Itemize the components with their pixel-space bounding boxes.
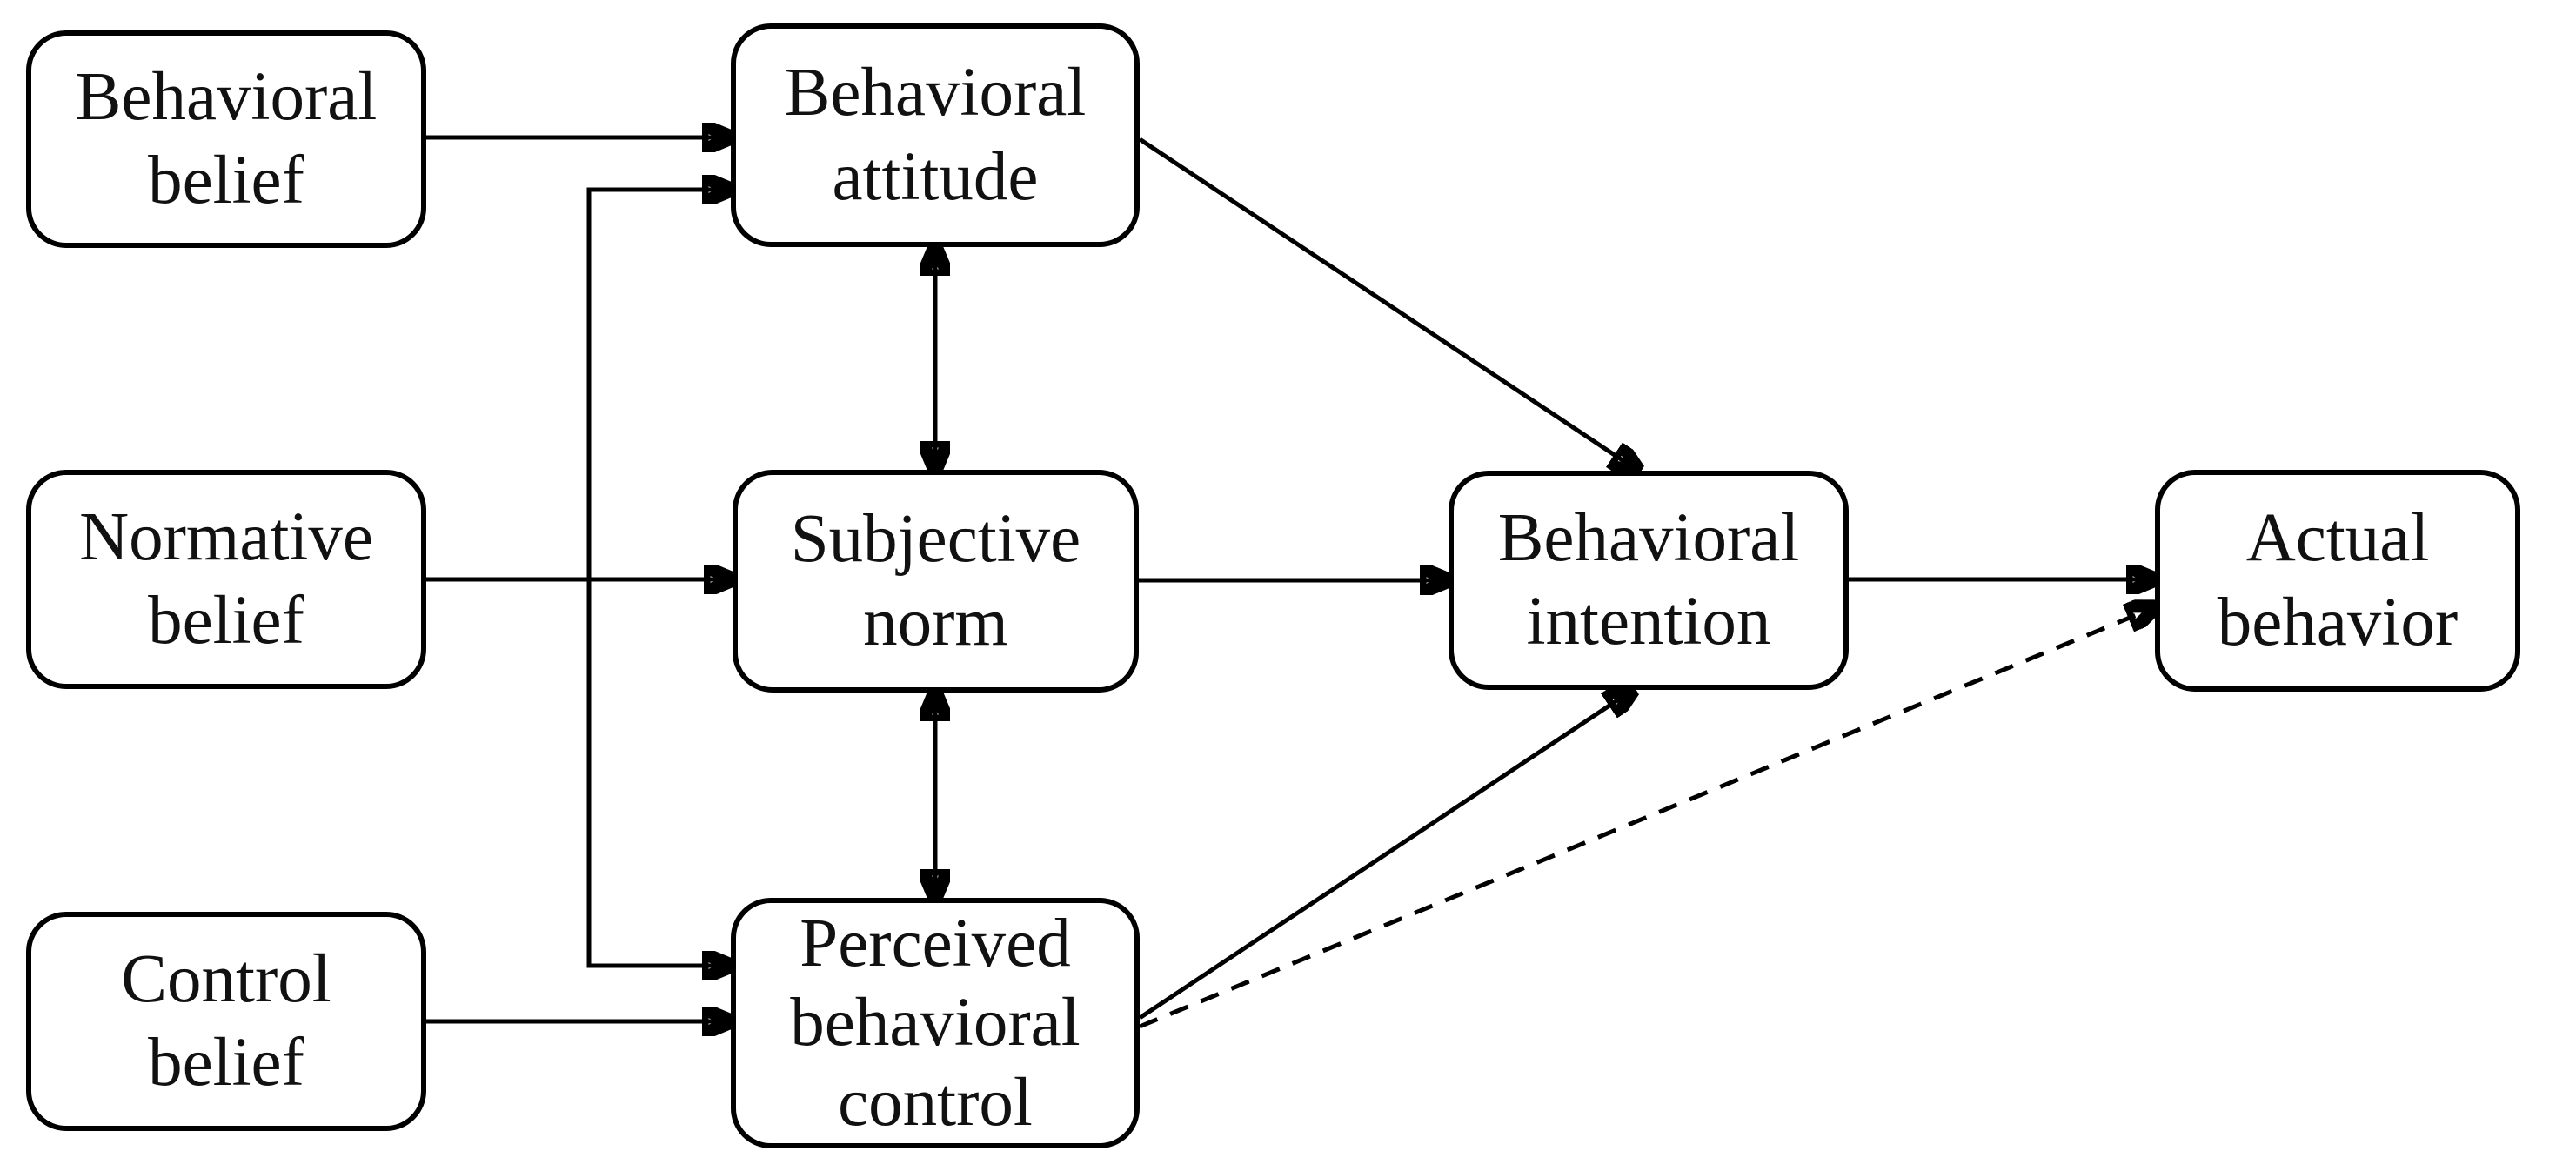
- node-label-perceived-behavioral-control: Perceived behavioral control: [790, 905, 1081, 1141]
- node-control-belief: Control belief: [26, 912, 426, 1131]
- node-label-control-belief: Control belief: [121, 940, 331, 1101]
- node-label-behavioral-belief: Behavioral belief: [75, 58, 378, 218]
- edge-perceived-behavioral-control-to-actual-behavior-dashed: [1139, 607, 2155, 1029]
- node-label-behavioral-intention: Behavioral intention: [1497, 499, 1800, 659]
- node-actual-behavior: Actual behavior: [2155, 470, 2520, 692]
- node-subjective-norm: Subjective norm: [733, 470, 1139, 693]
- node-label-actual-behavior: Actual behavior: [2217, 500, 2459, 660]
- edge-perceived-behavioral-control-to-behavioral-intention: [1138, 690, 1633, 1020]
- edge-behavioral-attitude-to-behavioral-intention: [1138, 137, 1638, 471]
- node-behavioral-attitude: Behavioral attitude: [731, 23, 1140, 247]
- node-behavioral-intention: Behavioral intention: [1449, 471, 1849, 690]
- node-label-behavioral-attitude: Behavioral attitude: [784, 55, 1087, 215]
- node-perceived-behavioral-control: Perceived behavioral control: [731, 898, 1140, 1148]
- node-label-normative-belief: Normative belief: [79, 499, 373, 659]
- node-normative-belief: Normative belief: [26, 470, 426, 689]
- node-label-subjective-norm: Subjective norm: [790, 500, 1081, 660]
- node-behavioral-belief: Behavioral belief: [26, 30, 426, 248]
